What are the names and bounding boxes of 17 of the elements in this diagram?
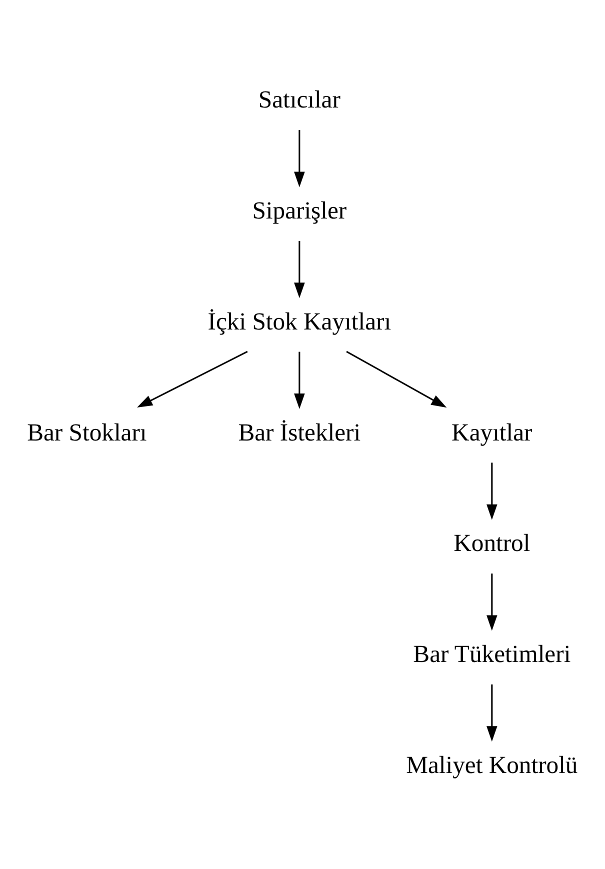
node-text: Bar Tüketimleri xyxy=(413,641,571,668)
node-text: Satıcılar xyxy=(258,86,340,114)
arrow xyxy=(137,350,248,408)
arrow xyxy=(294,240,305,298)
node-text: İçki Stok Kayıtları xyxy=(208,308,392,336)
node-text: Bar Stokları xyxy=(27,419,147,446)
node-text: Maliyet Kontrolü xyxy=(406,752,578,779)
node-text: Siparişler xyxy=(252,198,347,225)
node-text: Kontrol xyxy=(454,530,530,558)
arrow xyxy=(294,130,305,188)
node-text: Kayıtlar xyxy=(452,419,532,446)
arrow xyxy=(346,350,447,408)
arrow xyxy=(486,574,498,631)
arrow xyxy=(294,352,305,409)
arrow xyxy=(486,462,498,520)
node-text: Bar İstekleri xyxy=(238,419,361,446)
arrow xyxy=(486,684,498,742)
